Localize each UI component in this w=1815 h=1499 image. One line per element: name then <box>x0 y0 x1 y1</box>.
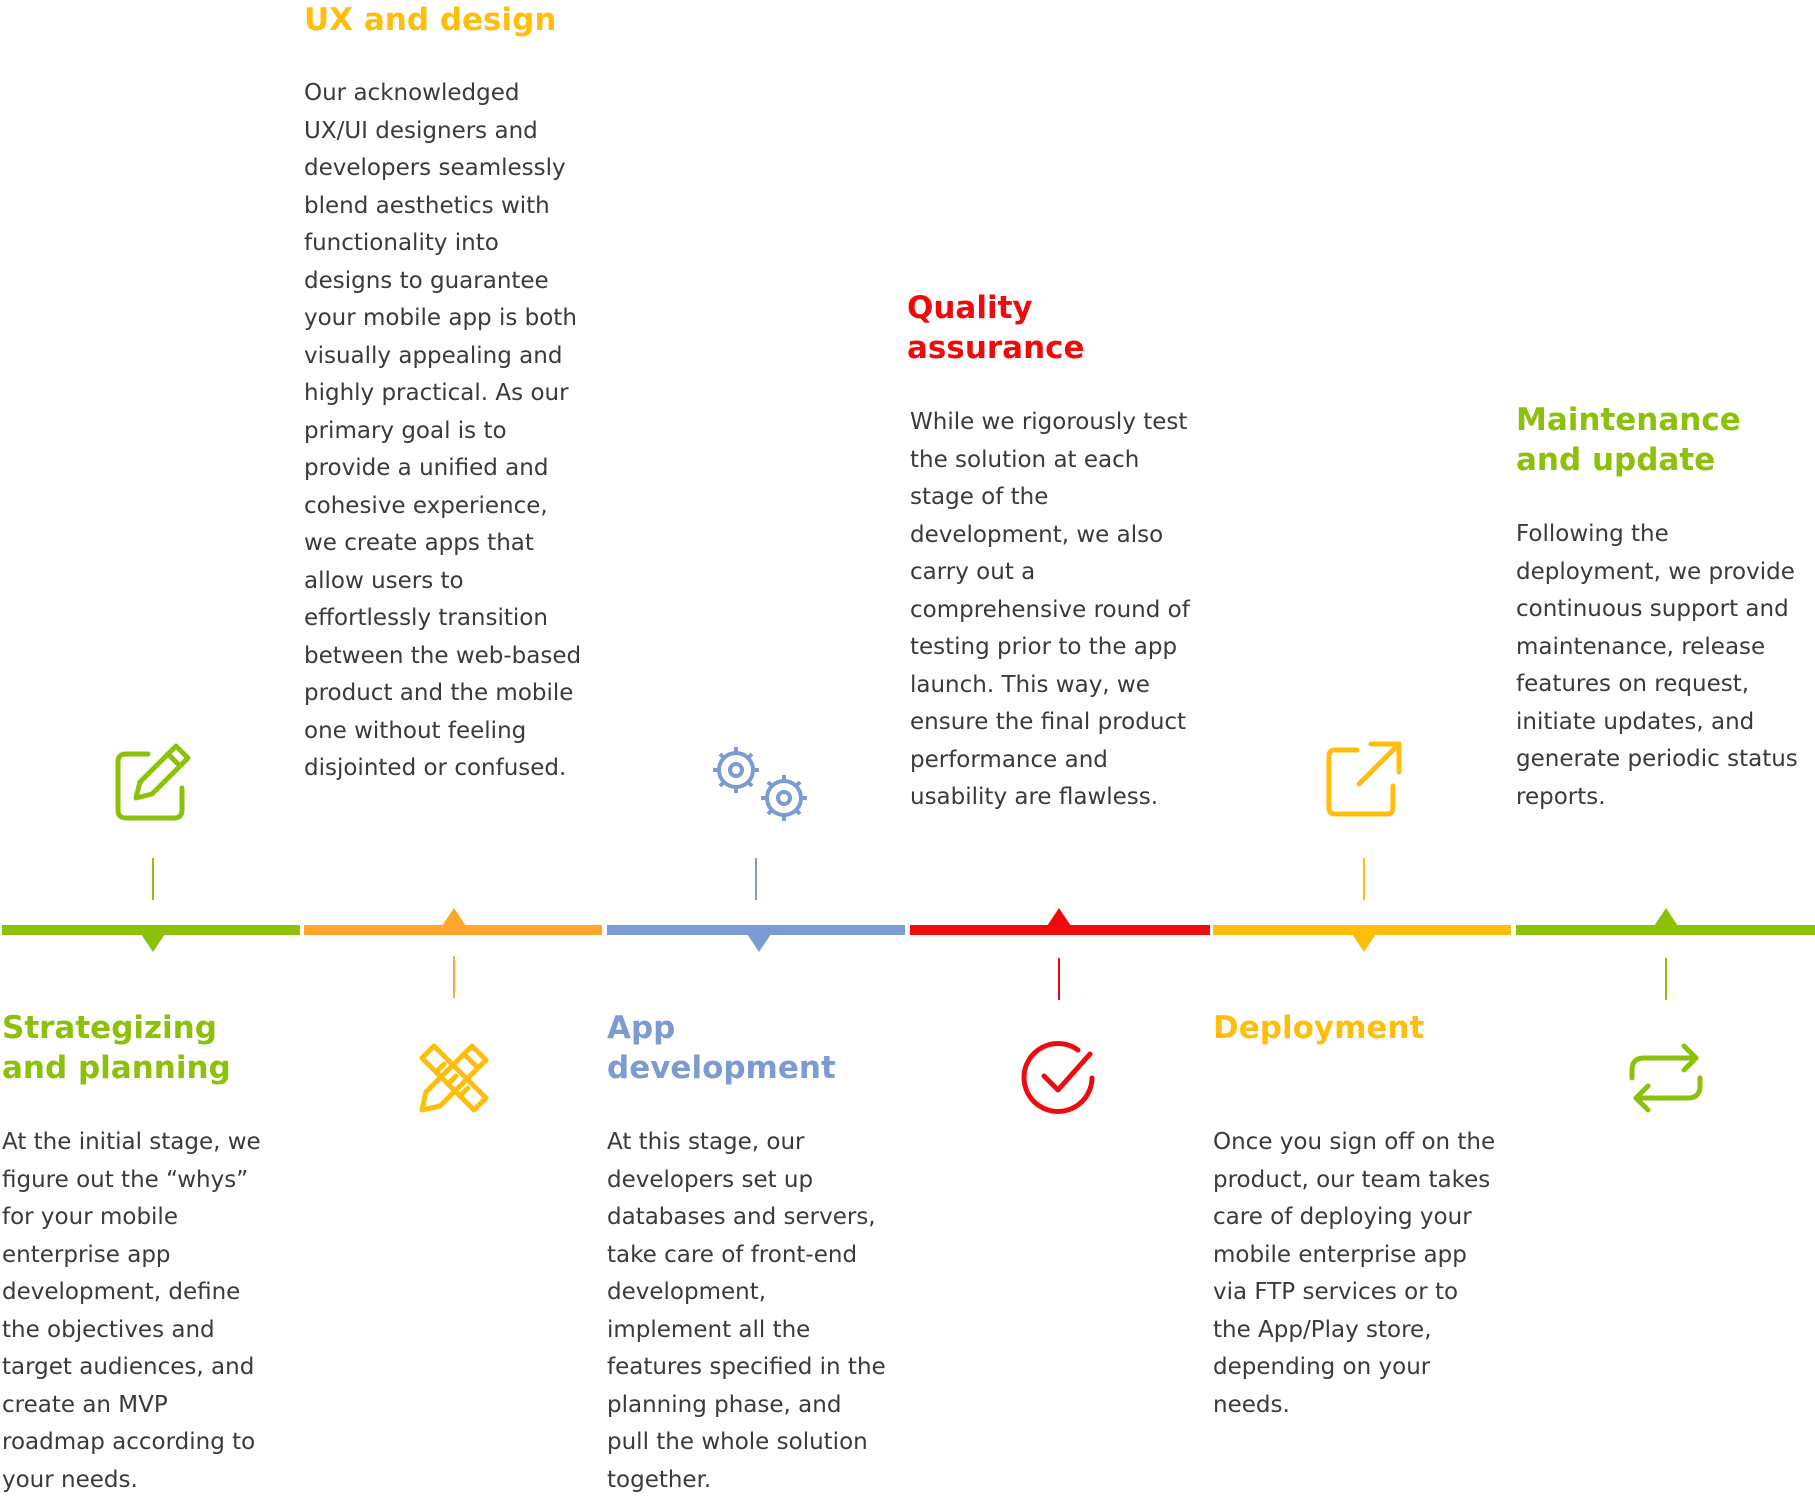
timeline-pointer-down <box>747 934 771 952</box>
external-link-icon <box>1326 741 1402 817</box>
connector-line <box>1665 958 1667 1000</box>
step-description-deployment: Once you sign off on the product, our te… <box>1213 1129 1496 1418</box>
timeline-pointer-up <box>1654 908 1678 926</box>
pencil-ruler-icon <box>419 1043 489 1113</box>
timeline-segment-quality-assurance <box>910 925 1210 935</box>
timeline-segment-maintenance <box>1516 925 1815 935</box>
connector-line <box>755 858 757 900</box>
step-description-app-development: At this stage, our developers set up dat… <box>607 1129 886 1493</box>
timeline-segment-ux-design <box>304 925 602 935</box>
timeline-pointer-down <box>1352 934 1376 952</box>
check-circle-icon <box>1021 1041 1095 1114</box>
step-title-deployment: Deployment <box>1213 1010 1425 1046</box>
step-description-maintenance: Following the deployment, we provide con… <box>1516 521 1798 810</box>
connector-line <box>1058 958 1060 1000</box>
step-description-ux-design: Our acknowledged UX/UI designers and dev… <box>304 80 582 781</box>
connector-line <box>453 956 455 998</box>
repeat-arrows-icon <box>1629 1043 1703 1113</box>
step-title-app-development: App development <box>607 1010 836 1086</box>
step-description-strategizing: At the initial stage, we figure out the … <box>2 1129 261 1493</box>
timeline-pointer-up <box>1047 908 1071 926</box>
timeline-segment-deployment <box>1213 925 1511 935</box>
connector-line <box>1363 858 1365 900</box>
timeline-pointer-up <box>442 908 466 926</box>
step-title-strategizing: Strategizing and planning <box>2 1010 231 1086</box>
gears-icon <box>713 747 807 821</box>
step-title-quality-assurance: Quality assurance <box>907 290 1085 366</box>
step-title-ux-design: UX and design <box>304 2 557 38</box>
step-title-maintenance: Maintenance and update <box>1516 402 1741 478</box>
edit-square-icon <box>115 743 191 821</box>
step-description-quality-assurance: While we rigorously test the solution at… <box>910 409 1190 810</box>
timeline-segment-strategizing <box>2 925 300 935</box>
connector-line <box>152 858 154 900</box>
timeline-segment-app-development <box>607 925 905 935</box>
timeline-pointer-down <box>141 934 165 952</box>
